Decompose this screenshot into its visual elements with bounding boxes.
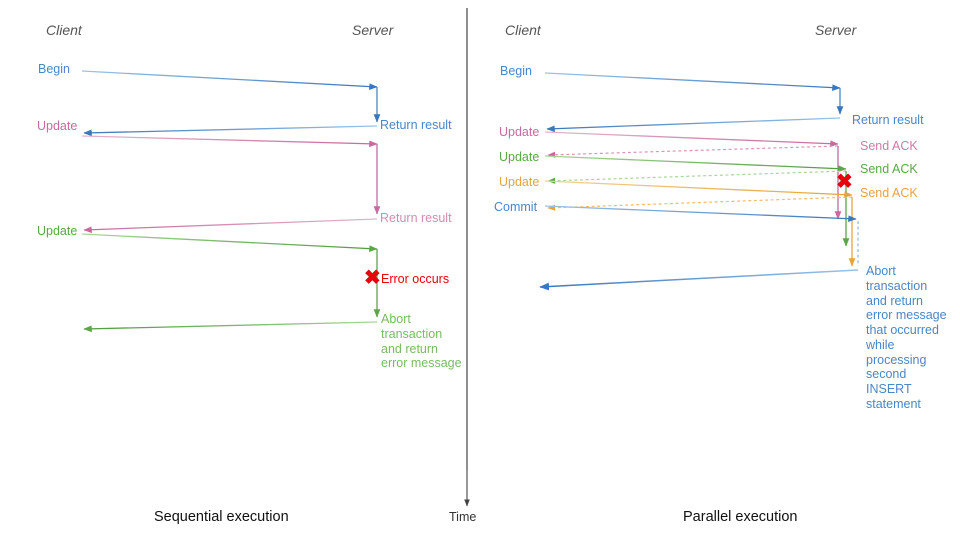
arrow-update-2-request xyxy=(81,233,378,252)
right-panel-caption: Parallel execution xyxy=(683,509,798,525)
left-message-return-result-2: Return result xyxy=(380,211,452,225)
left-panel-caption: Sequential execution xyxy=(154,509,289,525)
right-message-send-ack-1: Send ACK xyxy=(860,139,918,153)
right-message-abort: Abort transaction and return error messa… xyxy=(866,264,947,411)
arrow-update-1-request xyxy=(81,135,378,148)
arrow-begin-request xyxy=(544,72,841,91)
arrow-update-1-request xyxy=(544,131,839,148)
left-lane-label-server: Server xyxy=(352,22,394,38)
left-message-return-result-1: Return result xyxy=(380,118,452,132)
arrow-return-result xyxy=(546,117,841,133)
left-message-update-1: Update xyxy=(37,119,78,133)
arrow-send-ack-1-dotted xyxy=(547,145,839,158)
right-panel-arrows xyxy=(539,72,859,291)
right-message-update-1: Update xyxy=(499,125,540,139)
arrow-begin-request xyxy=(81,70,378,90)
left-error-x-icon: ✖ xyxy=(364,267,381,289)
left-lane-label-client: Client xyxy=(46,22,82,38)
right-message-update-2: Update xyxy=(499,150,540,164)
right-lane-label-server: Server xyxy=(815,22,857,38)
time-axis-label: Time xyxy=(449,510,477,524)
left-message-abort: Abort transaction and return error messa… xyxy=(381,312,462,371)
right-message-update-3: Update xyxy=(499,175,540,189)
arrow-update-2-request xyxy=(544,155,847,173)
arrow-return-result-2 xyxy=(83,218,378,234)
right-message-send-ack-2: Send ACK xyxy=(860,162,918,176)
right-message-send-ack-3: Send ACK xyxy=(860,186,918,200)
arrow-commit-request xyxy=(544,205,857,223)
left-message-update-2: Update xyxy=(37,224,78,238)
arrow-abort-return xyxy=(539,269,859,291)
arrow-return-result-1 xyxy=(83,125,378,137)
right-message-commit: Commit xyxy=(494,200,538,214)
right-message-return-result: Return result xyxy=(852,113,924,127)
right-message-begin: Begin xyxy=(500,64,532,78)
arrow-update-3-request xyxy=(544,180,853,199)
arrow-send-ack-2-dotted xyxy=(547,170,847,184)
left-message-begin: Begin xyxy=(38,62,70,76)
left-panel-arrows xyxy=(81,70,381,333)
right-error-x-icon: ✖ xyxy=(836,171,853,193)
left-message-error-occurs: Error occurs xyxy=(381,272,450,286)
right-lane-label-client: Client xyxy=(505,22,541,38)
arrow-abort-return xyxy=(83,321,378,333)
arrow-send-ack-3-dotted xyxy=(547,196,853,211)
